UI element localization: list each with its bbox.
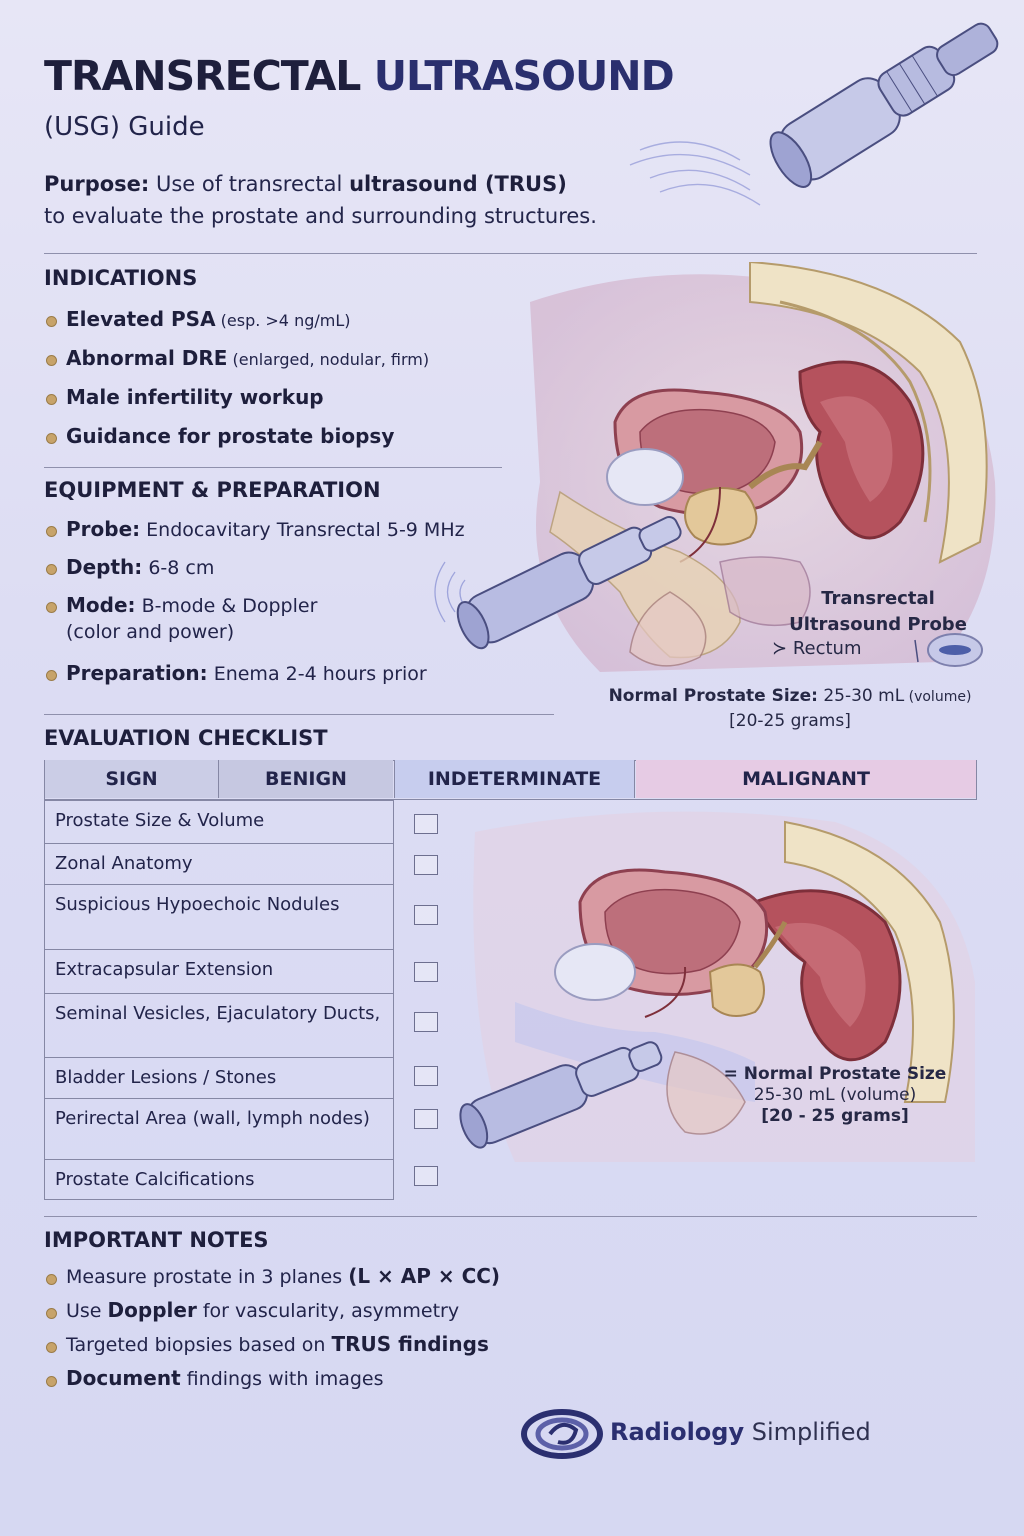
- pointer-arrow-icon: ≻: [772, 638, 788, 659]
- list-item: Probe: Endocavitary Transrectal 5-9 MHz: [44, 516, 465, 554]
- checkbox-zonal-anatomy[interactable]: [414, 855, 438, 875]
- list-item: Abnormal DRE (enlarged, nodular, firm): [44, 345, 429, 384]
- list-item: Measure prostate in 3 planes (L × AP × C…: [44, 1264, 500, 1298]
- table-row: Perirectal Area (wall, lymph nodes): [45, 1098, 393, 1159]
- column-header-malignant: MALIGNANT: [636, 760, 976, 798]
- probe-label: Transrectal Ultrasound Probe: [789, 588, 967, 635]
- checkbox-hypoechoic-nodules[interactable]: [414, 905, 438, 925]
- divider: [44, 467, 502, 468]
- normal-size-label-2: = Normal Prostate Size 25-30 mL (volume)…: [723, 1064, 947, 1126]
- equipment-list: Probe: Endocavitary Transrectal 5-9 MHz …: [44, 516, 465, 696]
- checkbox-extracapsular-extension[interactable]: [414, 962, 438, 982]
- purpose-text: Purpose: Use of transrectal ultrasound (…: [44, 172, 597, 228]
- normal-size-label: Normal Prostate Size: 25-30 mL (volume) …: [608, 686, 972, 731]
- rectum-label: ≻ Rectum: [772, 638, 862, 659]
- list-item: Document findings with images: [44, 1366, 500, 1400]
- table-row: Seminal Vesicles, Ejaculatory Ducts,: [45, 993, 393, 1057]
- checklist-heading: EVALUATION CHECKLIST: [44, 726, 328, 750]
- list-item: Use Doppler for vascularity, asymmetry: [44, 1298, 500, 1332]
- table-row: Prostate Calcifications: [45, 1159, 393, 1199]
- table-row: Zonal Anatomy: [45, 843, 393, 884]
- page-title: TRANSRECTAL ULTRASOUND: [44, 52, 675, 100]
- table-row: Prostate Size & Volume: [45, 800, 393, 843]
- title-part1: TRANSRECTAL: [44, 52, 374, 100]
- notes-heading: IMPORTANT NOTES: [44, 1228, 269, 1252]
- purpose-label: Purpose:: [44, 172, 150, 196]
- checkbox-bladder-lesions[interactable]: [414, 1066, 438, 1086]
- brand-name: Radiology Simplified: [610, 1418, 871, 1446]
- notes-list: Measure prostate in 3 planes (L × AP × C…: [44, 1264, 500, 1400]
- list-item: Depth: 6-8 cm: [44, 554, 465, 592]
- title-part2: ULTRASOUND: [373, 52, 675, 100]
- list-item: Guidance for prostate biopsy: [44, 423, 429, 462]
- probe-tip-icon: [914, 633, 983, 667]
- divider: [44, 1216, 977, 1217]
- checkbox-prostate-calcifications[interactable]: [414, 1166, 438, 1186]
- equipment-heading: EQUIPMENT & PREPARATION: [44, 478, 381, 502]
- indications-list: Elevated PSA (esp. >4 ng/mL) Abnormal DR…: [44, 306, 429, 462]
- list-item: Mode: B-mode & Doppler(color and power): [44, 592, 465, 660]
- column-header-benign: BENIGN: [219, 760, 393, 798]
- page-subtitle: (USG) Guide: [44, 112, 205, 142]
- column-header-indeterminate: INDETERMINATE: [394, 760, 635, 798]
- brand-logo: Radiology Simplified: [520, 1408, 940, 1460]
- list-item: Targeted biopsies based on TRUS findings: [44, 1332, 500, 1366]
- checklist-rows: Prostate Size & Volume Zonal Anatomy Sus…: [44, 800, 394, 1200]
- checkbox-perirectal-area[interactable]: [414, 1109, 438, 1129]
- checkbox-seminal-vesicles[interactable]: [414, 1012, 438, 1032]
- list-item: Preparation: Enema 2-4 hours prior: [44, 660, 465, 696]
- indications-heading: INDICATIONS: [44, 266, 198, 290]
- divider: [44, 253, 977, 254]
- divider: [44, 714, 554, 715]
- table-row: Suspicious Hypoechoic Nodules: [45, 884, 393, 949]
- list-item: Elevated PSA (esp. >4 ng/mL): [44, 306, 429, 345]
- list-item: Male infertility workup: [44, 384, 429, 423]
- checkbox-prostate-size[interactable]: [414, 814, 438, 834]
- column-header-sign: SIGN: [45, 760, 219, 798]
- radiology-logo-icon: [521, 1409, 603, 1459]
- table-row: Bladder Lesions / Stones: [45, 1057, 393, 1098]
- table-row: Extracapsular Extension: [45, 949, 393, 993]
